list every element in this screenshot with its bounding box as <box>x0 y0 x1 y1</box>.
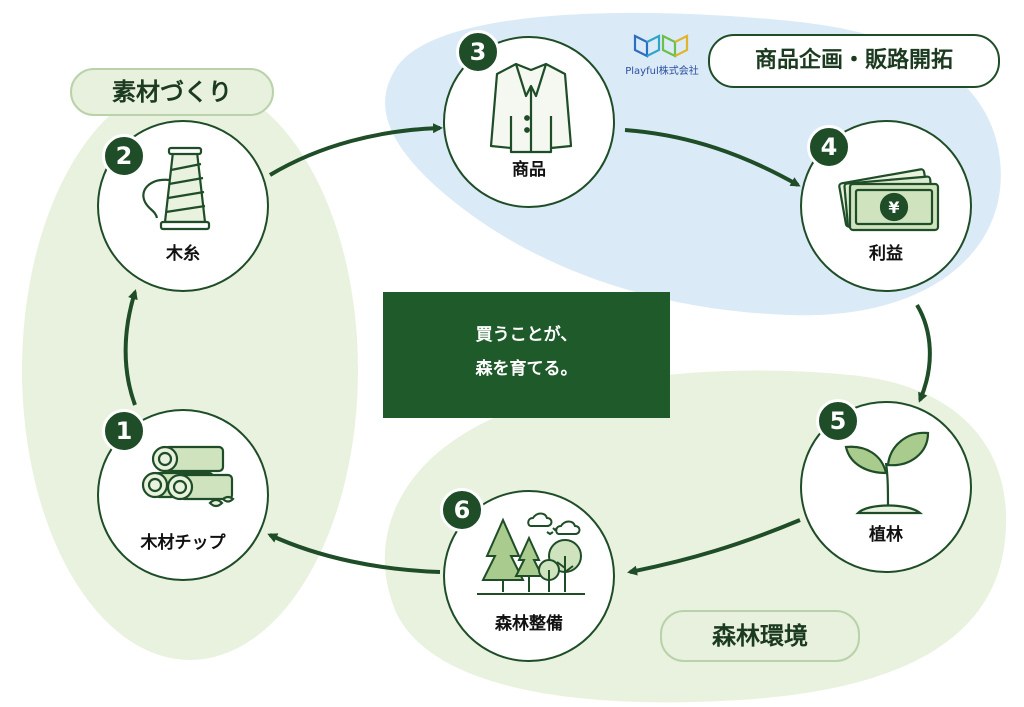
jacket-icon <box>489 62 573 154</box>
step-5-label: 植林 <box>869 525 903 545</box>
arrow-5-to-6 <box>627 518 801 576</box>
step-3-number: 3 <box>456 30 500 74</box>
step-4-profit: ¥ 利益 <box>800 120 972 292</box>
group-label-material: 素材づくり <box>70 68 274 116</box>
step-6-number: 6 <box>440 488 484 532</box>
playful-logo: Playful株式会社 <box>617 30 707 82</box>
group-label-forest: 森林環境 <box>660 610 860 662</box>
group-label-product: 商品企画・販路開拓 <box>708 34 1000 88</box>
svg-text:¥: ¥ <box>888 198 899 217</box>
step-1-number: 1 <box>102 409 146 453</box>
wood-logs-icon <box>141 445 235 508</box>
playful-logo-text: Playful株式会社 <box>625 66 699 77</box>
step-3-label: 商品 <box>512 160 546 180</box>
sprout-icon <box>844 431 930 515</box>
step-5-number: 5 <box>816 399 860 443</box>
step-4-number: 4 <box>807 125 851 169</box>
step-2-number: 2 <box>102 134 146 178</box>
arrow-2-to-3 <box>268 123 443 177</box>
playful-logo-mark-icon <box>633 34 689 58</box>
arrow-4-to-5 <box>915 303 932 403</box>
step-1-label: 木材チップ <box>140 533 226 553</box>
step-4-label: 利益 <box>869 244 903 264</box>
arrow-3-to-4 <box>624 128 801 187</box>
forest-trees-icon <box>477 512 585 595</box>
arrow-6-to-1 <box>267 533 441 574</box>
yen-banknotes-icon: ¥ <box>838 168 940 232</box>
center-message: 買うことが、 森を育てる。 <box>383 292 670 418</box>
step-3-product: 商品 <box>443 36 615 208</box>
center-message-line2: 森を育てる。 <box>475 359 578 379</box>
step-2-label: 木糸 <box>166 244 200 264</box>
thread-spool-icon <box>142 146 211 231</box>
step-5-planting: 植林 <box>800 401 972 573</box>
step-6-label: 森林整備 <box>495 614 563 634</box>
arrow-1-to-2 <box>123 289 138 406</box>
center-message-line1: 買うことが、 <box>475 325 578 345</box>
